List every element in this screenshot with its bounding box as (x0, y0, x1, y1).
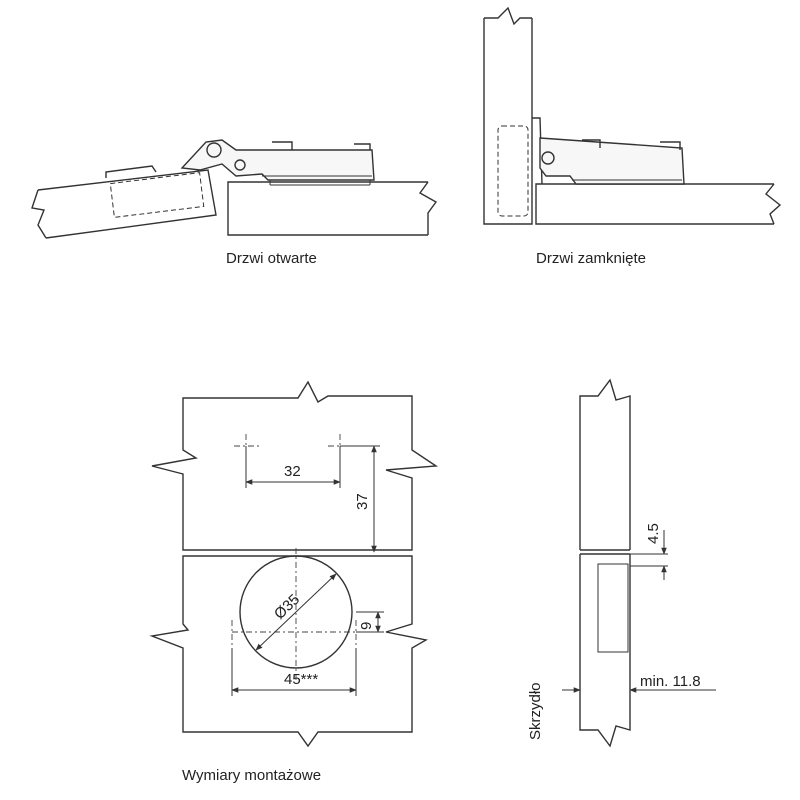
dim-cup-diameter: Ø35 (271, 591, 303, 623)
cup-centerlines (231, 548, 382, 680)
door-section-bottom (579, 554, 631, 748)
hinge-pin-closed (541, 151, 555, 165)
dim-min-thickness: min. 11.8 (640, 673, 701, 690)
door-panel-bottom (149, 555, 428, 748)
hinge-arm-closed (539, 137, 685, 185)
hinge-screws-open (272, 141, 371, 150)
door-leaf-open (31, 169, 217, 239)
hinge-screws-closed (582, 139, 681, 150)
label-door-closed: Drzwi zamknięte (536, 250, 646, 267)
hinge-pivot-open (206, 142, 222, 158)
cup-recess-section (597, 563, 629, 653)
cabinet-panel-top (151, 380, 439, 551)
door-open-view (31, 139, 438, 239)
mounting-dimensions-view (149, 380, 439, 748)
label-mounting-dimensions: Wymiary montażowe (182, 767, 321, 784)
hinge-pin-open (234, 159, 246, 171)
cup-recess-open (109, 172, 205, 218)
label-door-panel: Skrzydło (527, 682, 544, 740)
panel-joint (580, 549, 630, 555)
dim-edge-offset: 4.5 (645, 523, 662, 544)
dim-hole-offset: 37 (354, 493, 371, 510)
extension-lines-4-5 (630, 553, 668, 567)
door-leaf-closed (483, 6, 533, 225)
cup-hole (239, 555, 353, 669)
dimension-line-35 (255, 573, 337, 651)
door-closed-view (483, 6, 782, 225)
mounting-plate-open (262, 175, 372, 186)
cup-recess-closed (497, 125, 529, 217)
mounting-plate-closed (572, 179, 682, 185)
cabinet-side-open (227, 181, 438, 236)
dim-cup-offset: 9 (358, 622, 375, 630)
dim-cup-spacing: 45*** (284, 671, 318, 688)
cabinet-side-closed (535, 183, 782, 225)
dim-hole-spacing: 32 (284, 463, 301, 480)
cup-flange-open (105, 165, 157, 178)
cabinet-section-top (579, 378, 631, 550)
hinge-arm-open (180, 139, 375, 181)
label-door-open: Drzwi otwarte (226, 250, 317, 267)
side-section-view (562, 378, 716, 748)
